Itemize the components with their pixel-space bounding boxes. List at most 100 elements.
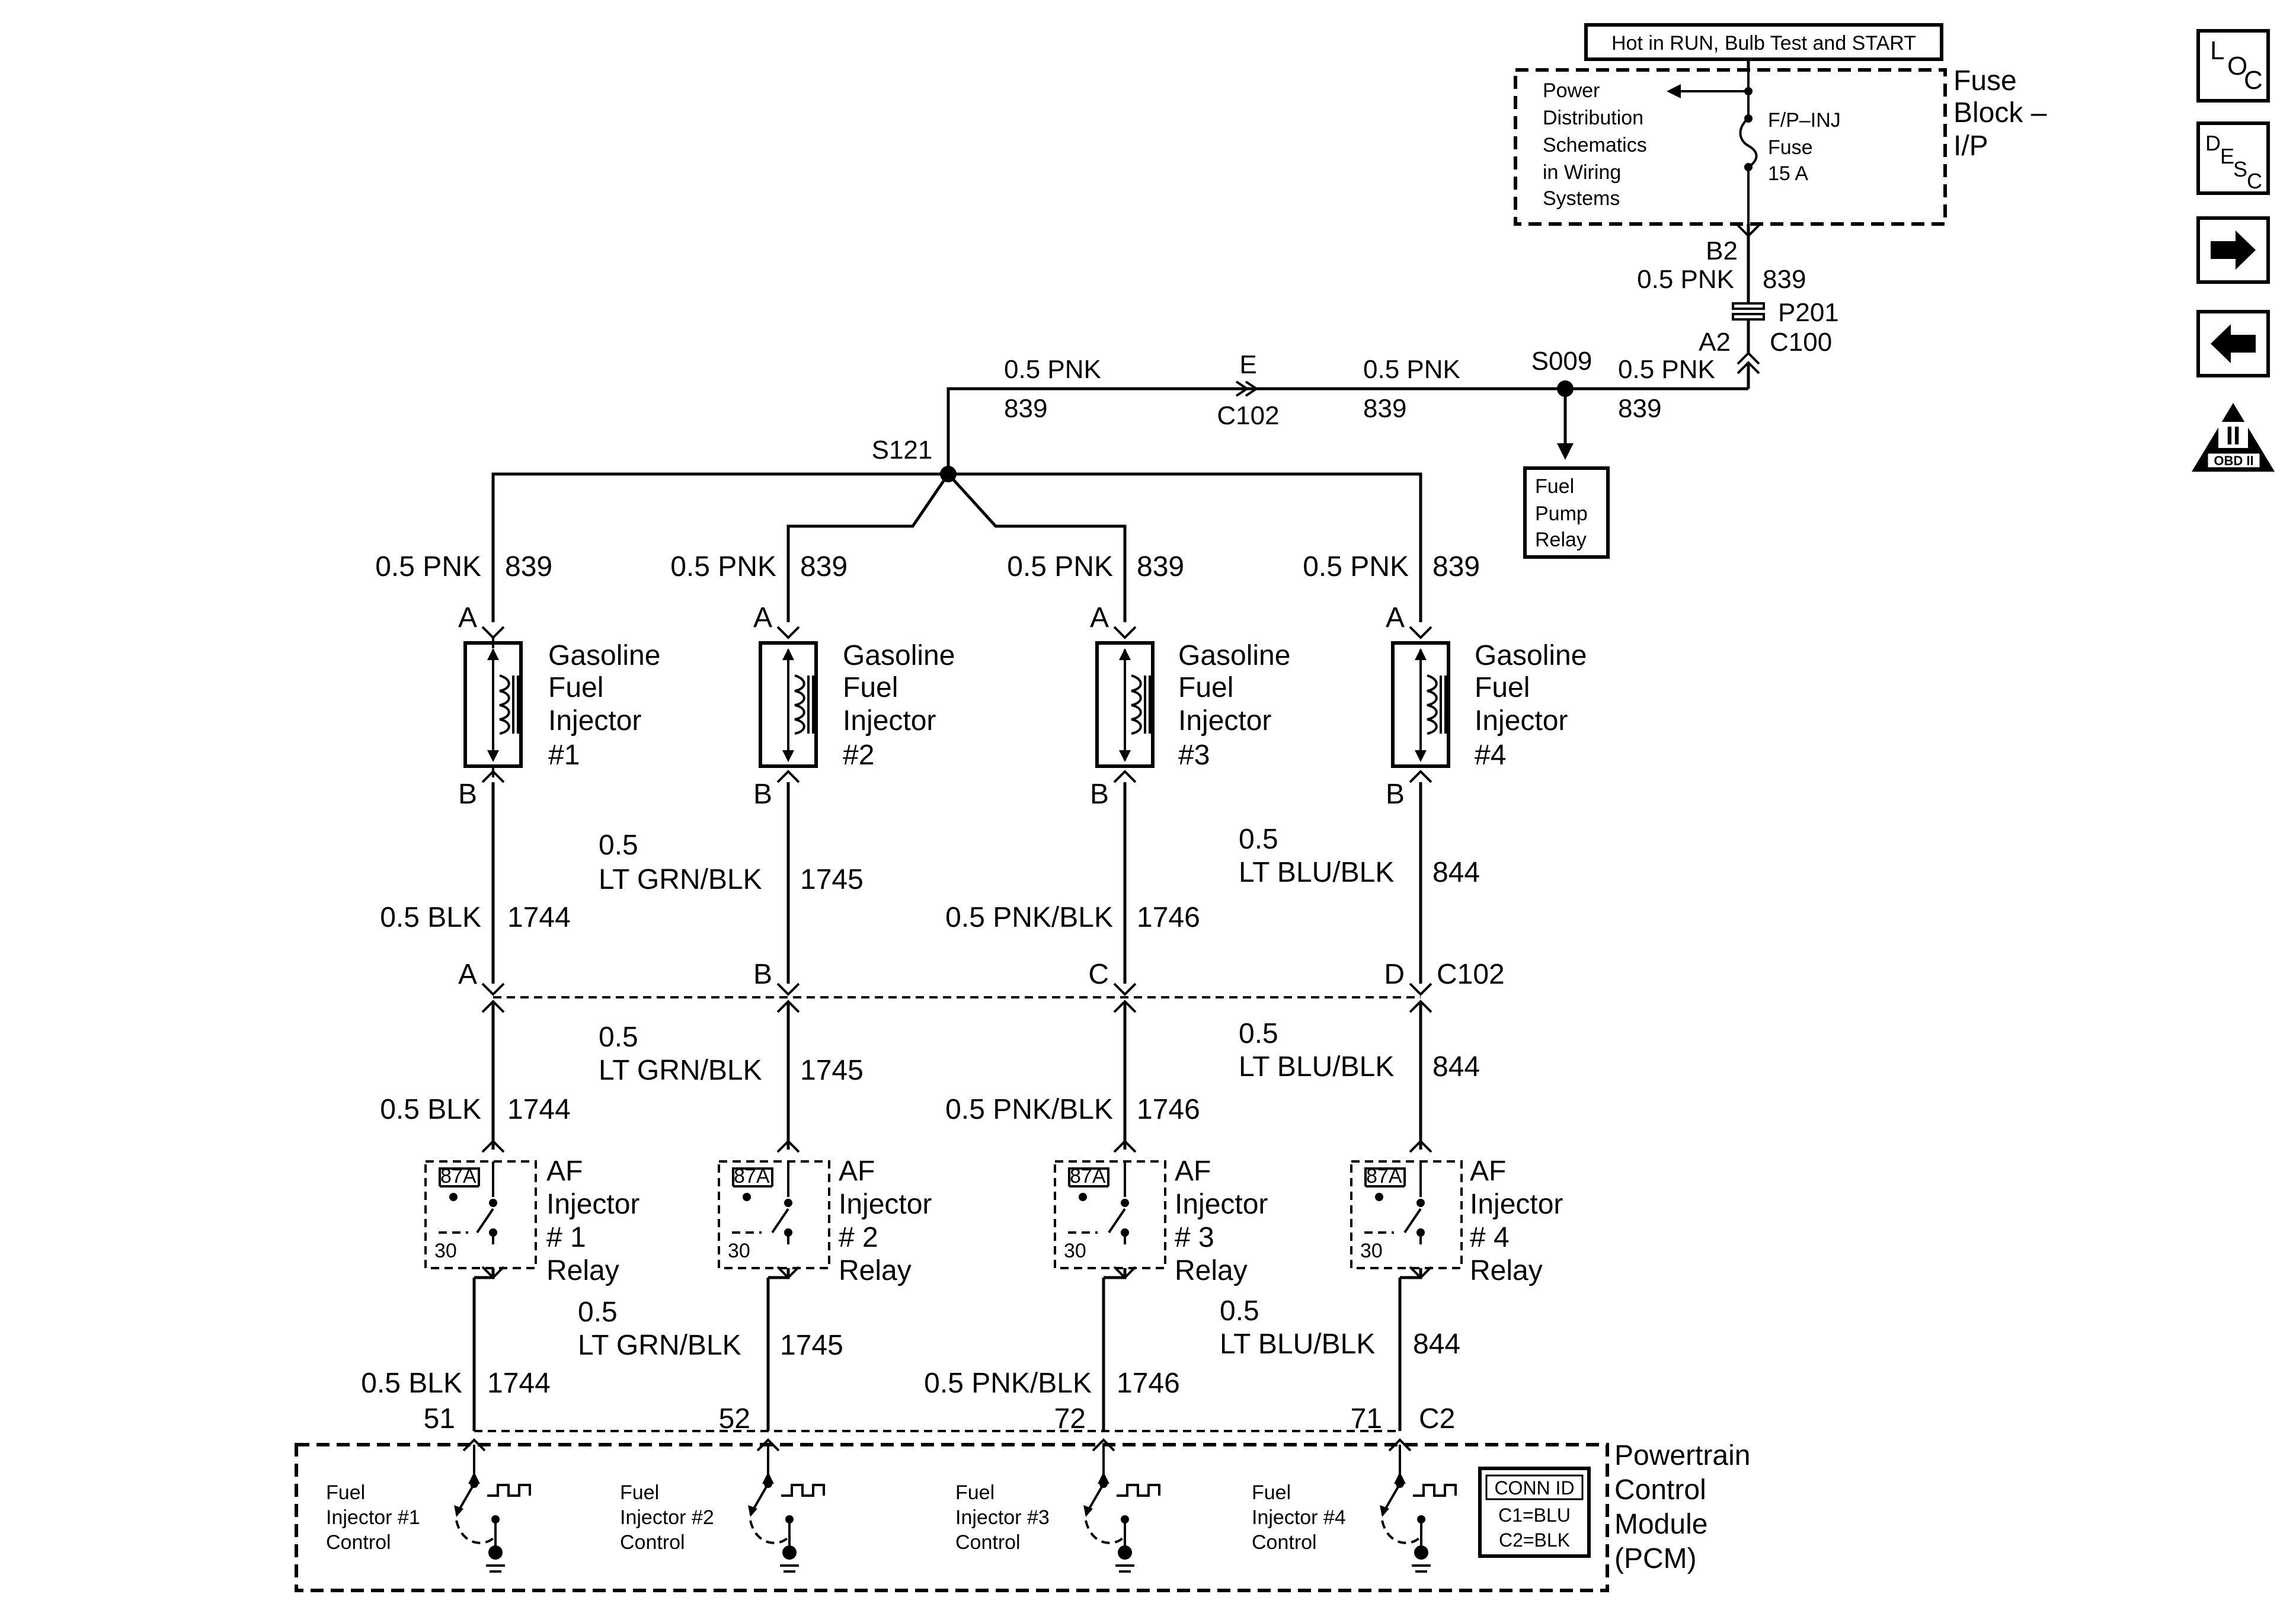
svg-text:Gasoline: Gasoline <box>843 640 955 671</box>
svg-text:Injector: Injector <box>1470 1189 1563 1220</box>
svg-text:844: 844 <box>1432 857 1480 888</box>
loc-button[interactable]: L O C <box>2196 29 2270 103</box>
relay-2: 87A 30 AF Injector # 2 Relay <box>718 1140 932 1286</box>
svg-text:1746: 1746 <box>1117 1368 1180 1399</box>
svg-text:844: 844 <box>1413 1329 1460 1360</box>
hot-label: Hot in RUN, Bulb Test and START <box>1611 32 1916 55</box>
svg-text:1746: 1746 <box>1137 902 1200 933</box>
svg-text:D: D <box>2205 131 2221 155</box>
svg-text:30: 30 <box>1360 1240 1383 1262</box>
seg1-size: 0.5 PNK <box>1004 355 1101 384</box>
fuse-block-name-1: Fuse <box>1953 65 2017 97</box>
arrow-left-icon <box>2211 324 2256 363</box>
svg-text:B: B <box>753 779 772 810</box>
pcm-control-2: Fuel Injector #2 Control <box>620 1438 825 1573</box>
svg-text:Pump: Pump <box>1535 502 1588 525</box>
svg-text:Injector: Injector <box>843 705 936 737</box>
svg-text:0.5 PNK/BLK: 0.5 PNK/BLK <box>924 1368 1092 1399</box>
svg-text:Injector #1: Injector #1 <box>326 1506 420 1529</box>
svg-text:C1=BLU: C1=BLU <box>1498 1505 1571 1526</box>
fuse-symbol <box>1739 70 1758 224</box>
svg-text:OBD II: OBD II <box>2214 453 2253 468</box>
svg-text:#2: #2 <box>843 740 874 771</box>
svg-text:#4: #4 <box>1475 740 1506 771</box>
svg-text:A: A <box>753 602 772 633</box>
feed-wire: B2 0.5 PNK 839 P201 A2 C100 <box>1637 224 1839 389</box>
svg-text:AF: AF <box>1470 1156 1506 1187</box>
pcm-control-4: Fuel Injector #4 Control <box>1252 1438 1457 1573</box>
svg-text:Relay: Relay <box>1535 529 1587 551</box>
main-bus: E C102 0.5 PNK 839 0.5 PNK 839 0.5 PNK 8… <box>946 347 1748 474</box>
s121-label: S121 <box>872 436 933 465</box>
svg-text:Relay: Relay <box>1470 1255 1543 1286</box>
desc-button[interactable]: D E S C <box>2196 121 2270 195</box>
pin-e: E <box>1239 350 1256 379</box>
svg-text:Relay: Relay <box>1175 1255 1248 1286</box>
svg-text:Fuel: Fuel <box>620 1481 659 1504</box>
svg-text:0.5: 0.5 <box>1239 824 1278 855</box>
svg-text:B: B <box>458 779 477 810</box>
svg-text:LT GRN/BLK: LT GRN/BLK <box>599 864 762 895</box>
svg-text:A: A <box>1090 602 1109 633</box>
svg-text:Relay: Relay <box>546 1255 619 1286</box>
c102-top-label: C102 <box>1217 401 1279 430</box>
svg-text:0.5 PNK/BLK: 0.5 PNK/BLK <box>945 1094 1113 1125</box>
svg-text:Gasoline: Gasoline <box>1475 640 1587 671</box>
svg-text:B: B <box>1386 779 1405 810</box>
feed-size: 0.5 PNK <box>1637 265 1734 294</box>
svg-text:O: O <box>2227 52 2247 81</box>
svg-text:Injector: Injector <box>839 1189 932 1220</box>
svg-text:B: B <box>1090 779 1109 810</box>
svg-text:#1: #1 <box>548 740 580 771</box>
svg-text:#3: #3 <box>1178 740 1210 771</box>
svg-text:C2=BLK: C2=BLK <box>1499 1529 1570 1551</box>
svg-text:1745: 1745 <box>800 1055 864 1086</box>
svg-text:# 2: # 2 <box>839 1222 878 1253</box>
p201-label: P201 <box>1778 298 1839 327</box>
pcm-module: 51 52 72 71 C2 Powertrain Control Module… <box>295 1403 1750 1592</box>
injector-2: 0.5 PNK 839 A B Gasoline Fuel Injector #… <box>670 551 955 810</box>
next-arrow-button[interactable] <box>2196 216 2270 284</box>
svg-text:C: C <box>2244 66 2263 95</box>
svg-text:Control: Control <box>1614 1474 1706 1506</box>
svg-text:Relay: Relay <box>839 1255 912 1286</box>
relay-4: 87A 30 AF Injector # 4 Relay <box>1350 1140 1563 1286</box>
svg-text:LT GRN/BLK: LT GRN/BLK <box>599 1055 762 1086</box>
svg-text:Gasoline: Gasoline <box>548 640 660 671</box>
svg-text:Control: Control <box>620 1531 685 1554</box>
seg2-size: 0.5 PNK <box>1363 355 1460 384</box>
svg-text:Fuel: Fuel <box>1535 475 1574 498</box>
svg-text:1744: 1744 <box>507 902 571 933</box>
prev-arrow-button[interactable] <box>2196 310 2270 377</box>
wires-c102-to-relay: 0.5 BLK 1744 0.5 LT GRN/BLK 1745 0.5 PNK… <box>380 1001 1480 1150</box>
svg-text:0.5 PNK: 0.5 PNK <box>1007 551 1113 582</box>
svg-text:A: A <box>458 959 477 990</box>
seg3-circuit: 839 <box>1618 394 1661 423</box>
svg-text:0.5 PNK/BLK: 0.5 PNK/BLK <box>945 902 1113 933</box>
svg-text:Schematics: Schematics <box>1543 134 1647 156</box>
svg-text:LT BLU/BLK: LT BLU/BLK <box>1220 1329 1375 1360</box>
obd-ii-icon[interactable]: II OBD II <box>2192 403 2275 472</box>
arrow-right-icon <box>2211 231 2256 270</box>
c100-label: C100 <box>1770 328 1832 357</box>
svg-text:839: 839 <box>800 551 848 582</box>
svg-text:Fuel: Fuel <box>843 672 898 703</box>
svg-text:30: 30 <box>434 1240 457 1262</box>
svg-text:A: A <box>458 602 477 633</box>
svg-text:E: E <box>2220 144 2234 168</box>
svg-text:A: A <box>1386 602 1405 633</box>
injector-4: 0.5 PNK 839 A B Gasoline Fuel Injector #… <box>1303 551 1587 810</box>
svg-text:0.5 PNK: 0.5 PNK <box>670 551 776 582</box>
svg-text:0.5 PNK: 0.5 PNK <box>375 551 481 582</box>
svg-text:1745: 1745 <box>780 1330 843 1361</box>
svg-text:844: 844 <box>1432 1051 1480 1083</box>
injector-1: 0.5 PNK 839 A B Gasoline Fuel Injector #… <box>375 551 660 810</box>
svg-text:AF: AF <box>1175 1156 1211 1187</box>
relay-3: 87A 30 AF Injector # 3 Relay <box>1054 1140 1268 1286</box>
c102-connector: A B C D C102 <box>458 959 1505 1013</box>
s009-label: S009 <box>1531 347 1593 376</box>
svg-text:30: 30 <box>728 1240 750 1262</box>
svg-text:0.5 BLK: 0.5 BLK <box>380 1094 481 1125</box>
svg-text:LT BLU/BLK: LT BLU/BLK <box>1239 1051 1394 1083</box>
